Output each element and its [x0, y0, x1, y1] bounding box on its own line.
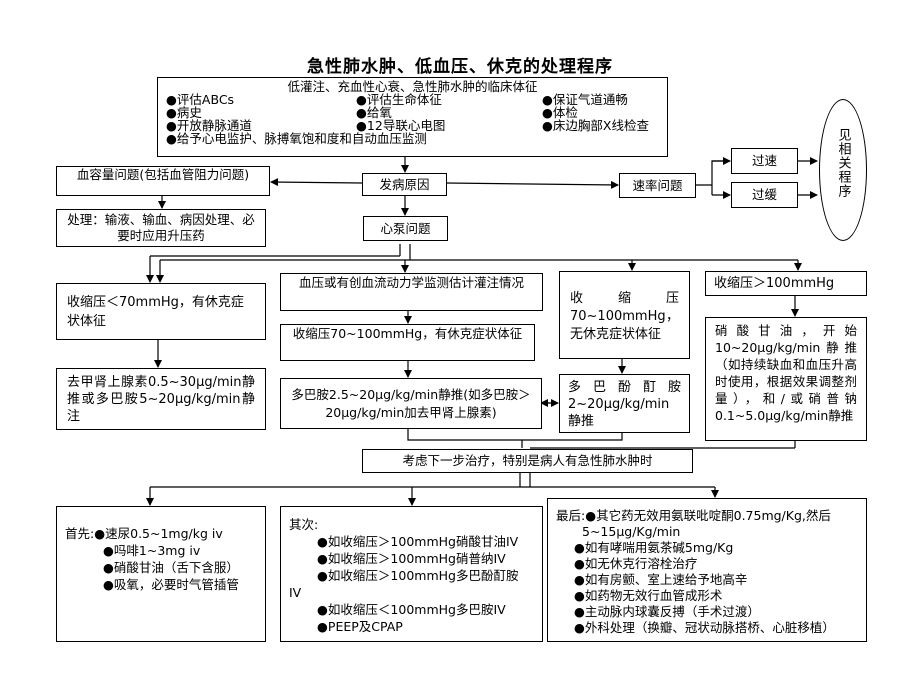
nitroglycerin-text: 硝酸甘油，开始10~20μg/kg/min静推（如持续缺血和血压升高时使用，根据… [715, 323, 857, 423]
cause-label: 发病原因 [379, 177, 430, 192]
next-step-box: 考虑下一步治疗，特别是病人有急性肺水肿时 [362, 449, 693, 473]
sbp-high-text: 收缩压＞100mmHg [714, 276, 835, 291]
last-item: ●主动脉内球囊反搏（手术过渡） [574, 604, 760, 619]
volume-problem-box: 血容量问题(包括血管阻力问题) [56, 166, 270, 196]
last-item: ●如有哮喘用氨茶碱5mg/Kg [574, 540, 734, 555]
last-line-box: 最后:●其它药无效用氨联吡啶酮0.75mg/Kg,然后 5~15μg/Kg/mi… [547, 498, 867, 642]
sbp-mid-shock-text: 收缩压70~100mmHg，有休克症状体征 [292, 326, 523, 341]
bradycardia-box: 过缓 [731, 182, 798, 208]
vitals-item: ●评估生命体征 [356, 92, 442, 107]
iv-access-item: ●开放静脉通道 [166, 118, 252, 133]
first-line-box: 首先:●速尿0.5~1mg/kg iv ●吗啡1~3mg iv ●硝酸甘油（舌下… [56, 506, 266, 642]
second-item: ●如收缩压＞100mmHg硝普纳IV [317, 551, 506, 566]
ecg-item: ●12导联心电图 [356, 118, 446, 133]
xray-item: ●床边胸部X线检查 [542, 118, 649, 133]
next-step-text: 考虑下一步治疗，特别是病人有急性肺水肿时 [402, 453, 653, 468]
airway-item: ●保证气道通畅 [542, 92, 628, 107]
history-item: ●病史 [166, 105, 202, 120]
last-item: ●如药物无效行血管成形术 [574, 588, 723, 603]
rate-problem-box: 速率问题 [619, 173, 696, 198]
sbp-low-box: 收缩压＜70mmHg，有休克症状体征 [56, 283, 266, 340]
oxygen-item: ●给氧 [356, 105, 392, 120]
second-item: ●如收缩压＞100mmHg多巴酚酊胺 [317, 568, 519, 583]
tachycardia-box: 过速 [731, 148, 798, 174]
dobutamine-text: 多巴酚酊胺2~20μg/kg/min静推 [568, 380, 681, 429]
last-item: ●如有房颤、室上速给予地高辛 [574, 572, 748, 587]
nitroglycerin-box: 硝酸甘油，开始10~20μg/kg/min静推（如持续缺血和血压升高时使用，根据… [705, 317, 867, 441]
see-related-procedure: 见相关程序 [819, 99, 867, 241]
hemodynamic-monitoring-box: 血压或有创血流动力学监测估计灌注情况 [280, 273, 543, 311]
dopamine-box: 多巴胺2.5~20μg/kg/min静推(如多巴胺＞20μg/kg/min加去甲… [280, 378, 542, 429]
first-item: ●吗啡1~3mg iv [103, 543, 201, 558]
last-lead: 最后:●其它药无效用氨联吡啶酮0.75mg/Kg,然后 [556, 508, 831, 523]
sbp-high-box: 收缩压＞100mmHg [705, 271, 867, 296]
first-item: ●硝酸甘油（舌下含服） [103, 560, 239, 575]
second-item: ●如收缩压＞100mmHg硝酸甘油IV [317, 534, 519, 549]
exam-item: ●体检 [542, 105, 578, 120]
cause-box: 发病原因 [362, 173, 447, 196]
dobutamine-box: 多巴酚酊胺2~20μg/kg/min静推 [559, 374, 690, 433]
tachycardia-label: 过速 [751, 153, 777, 168]
page-title: 急性肺水肿、低血压、休克的处理程序 [307, 57, 613, 77]
pump-problem-label: 心泵问题 [380, 221, 431, 236]
clinical-signs-heading: 低灌注、充血性心衰、急性肺水肿的临床体征 [287, 79, 538, 94]
sbp-low-text: 收缩压＜70mmHg，有休克症状体征 [67, 295, 244, 329]
norepinephrine-text: 去甲肾上腺素0.5~30μg/min静推或多巴胺5~20μg/kg/min静注 [67, 375, 255, 424]
first-item: ●吸氧，必要时气管插管 [103, 577, 239, 592]
norepinephrine-box: 去甲肾上腺素0.5~30μg/min静推或多巴胺5~20μg/kg/min静注 [56, 368, 266, 430]
last-lead-cont: 5~15μg/Kg/min [582, 524, 681, 539]
volume-problem-label: 血容量问题(包括血管阻力问题) [76, 167, 250, 182]
last-item: ●如无休克行溶栓治疗 [574, 556, 698, 571]
second-item: ●如收缩压＜100mmHg多巴胺IV [317, 602, 506, 617]
rate-problem-label: 速率问题 [632, 178, 683, 193]
dopamine-text: 多巴胺2.5~20μg/kg/min静推(如多巴胺＞20μg/kg/min加去甲… [291, 387, 531, 420]
volume-treatment-box: 处理：输液、输血、病因处理、必要时应用升压药 [56, 209, 266, 247]
last-item: ●外科处理（换瓣、冠状动脉搭桥、心脏移植） [574, 620, 835, 635]
second-line-box: 其次: ●如收缩压＞100mmHg硝酸甘油IV ●如收缩压＞100mmHg硝普纳… [280, 506, 543, 642]
monitoring-item: ●给予心电监护、脉搏氧饱和度和自动血压监测 [166, 131, 427, 146]
abcs-item: ●评估ABCs [166, 92, 235, 107]
sbp-mid-shock-box: 收缩压70~100mmHg，有休克症状体征 [280, 324, 535, 361]
pump-problem-box: 心泵问题 [363, 216, 448, 241]
first-lead: 首先:●速尿0.5~1mg/kg iv [65, 526, 223, 541]
second-item: ●PEEP及CPAP [317, 619, 403, 634]
bradycardia-label: 过缓 [751, 187, 777, 202]
volume-treatment-text: 处理：输液、输血、病因处理、必要时应用升压药 [67, 212, 255, 243]
hemodynamic-monitoring-text: 血压或有创血流动力学监测估计灌注情况 [298, 275, 524, 290]
second-item-wrap: IV [289, 585, 302, 600]
clinical-signs-box: 低灌注、充血性心衰、急性肺水肿的临床体征 ●评估ABCs ●评估生命体征 ●保证… [157, 77, 668, 157]
sbp-mid-noshock-text: 收缩压70~100mmHg，无休克症状体征 [570, 291, 679, 342]
see-related-label: 见相关程序 [835, 128, 851, 198]
second-lead: 其次: [289, 517, 319, 532]
sbp-mid-noshock-box: 收缩压70~100mmHg，无休克症状体征 [559, 271, 690, 359]
